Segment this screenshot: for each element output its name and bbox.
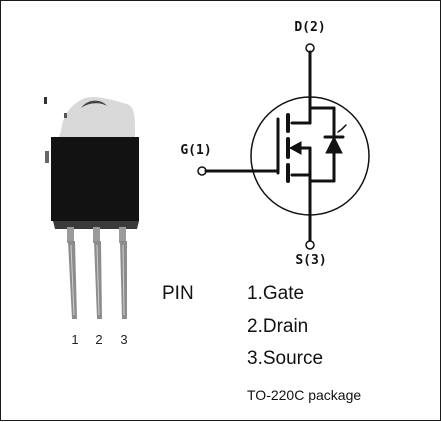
heat-tab (59, 97, 135, 137)
pin-entry-gate: 1.Gate (247, 283, 305, 304)
to220-package-photo: 1 2 3 (44, 97, 139, 347)
zener-wing (337, 124, 347, 133)
lead-highlight (70, 244, 75, 316)
photo-speck (45, 151, 49, 163)
diode-triangle (325, 135, 343, 154)
mosfet-symbol: D(2) G(1) (180, 20, 370, 268)
gate-terminal-label: G(1) (180, 143, 211, 158)
source-terminal-label: S(3) (295, 253, 326, 268)
lead-stub (119, 227, 126, 243)
photo-pin-number-1: 1 (71, 332, 78, 347)
lead-highlight (122, 244, 125, 316)
photo-pin-number-3: 3 (120, 332, 127, 347)
package-type-label: TO-220C package (247, 387, 362, 403)
lead-highlight (96, 244, 100, 316)
lead-stub (93, 227, 100, 243)
pin-entry-source: 3.Source (247, 348, 324, 369)
photo-pin-number-2: 2 (95, 332, 102, 347)
pin-table-heading: PIN (162, 283, 194, 304)
lead-stub (67, 227, 74, 243)
body-arrow (288, 141, 302, 155)
mounting-hole (81, 100, 107, 108)
epoxy-body (51, 137, 139, 221)
drain-terminal-label: D(2) (294, 20, 325, 35)
pin-entry-drain: 2.Drain (247, 316, 309, 337)
body-shoulder (53, 221, 139, 229)
photo-speck (64, 113, 67, 118)
source-terminal-pin (305, 240, 315, 250)
photo-speck (44, 97, 47, 104)
